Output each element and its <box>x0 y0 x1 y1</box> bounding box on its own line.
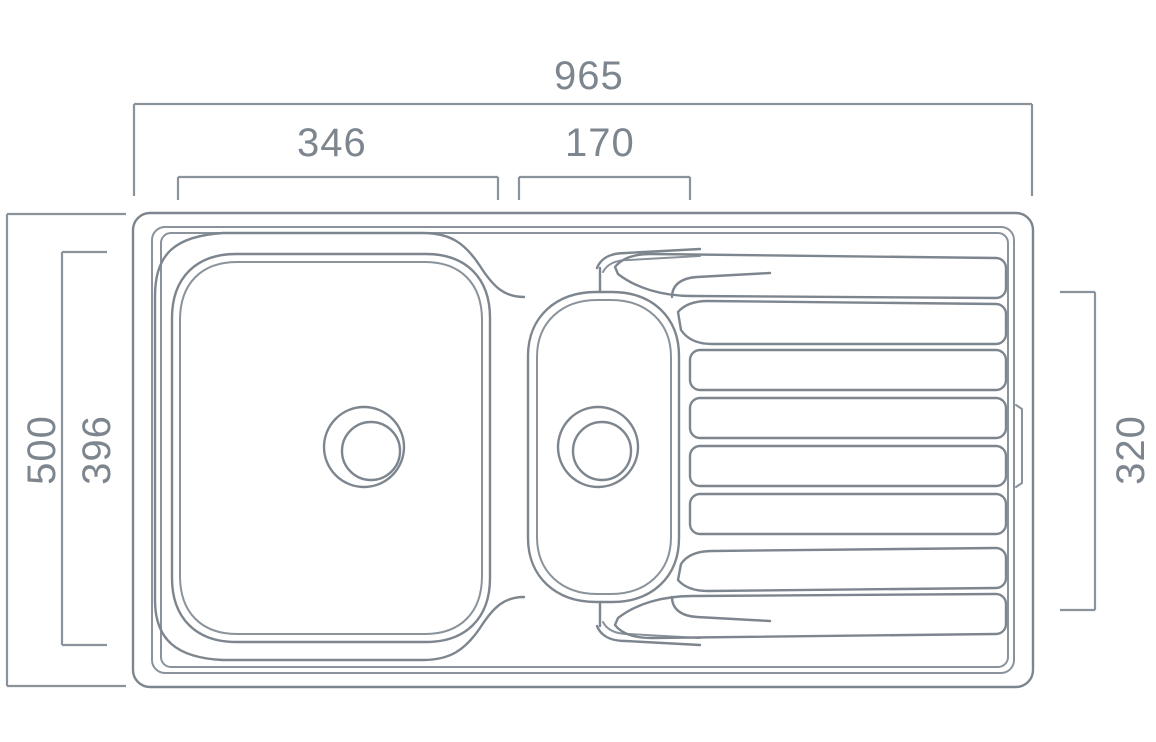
dimension-line-bowl-depth <box>60 250 107 647</box>
dimension-line-half-bowl-width <box>517 175 692 200</box>
dimension-label-half-bowl-width: 170 <box>565 121 635 165</box>
half-bowl <box>526 290 681 604</box>
dimension-line-overall-width <box>132 102 1034 196</box>
half-bowl-drain-inner <box>571 420 633 482</box>
half-bowl-drain-outer <box>556 405 640 489</box>
main-bowl-drain-outer <box>322 405 406 489</box>
main-bowl <box>153 231 526 662</box>
drainer-groove <box>688 492 1008 536</box>
sink-inner-rim <box>151 226 1015 674</box>
bowl-drainer-junction-top <box>595 247 772 299</box>
dimension-line-main-bowl-width <box>176 175 500 200</box>
main-bowl-drain-inner <box>340 420 402 482</box>
dimension-label-main-bowl-width: 346 <box>297 121 367 165</box>
dimension-label-overall-width: 965 <box>554 54 624 98</box>
dimension-line-overall-depth <box>5 212 126 688</box>
drainer-groove <box>688 396 1008 440</box>
drainer-groove <box>688 444 1008 488</box>
dimension-label-overall-depth: 500 <box>20 415 64 485</box>
dimension-line-drainer-depth <box>1060 290 1097 612</box>
dimension-label-bowl-depth: 396 <box>75 415 119 485</box>
drainer-groove <box>676 299 1008 346</box>
drainer-groove <box>676 546 1008 593</box>
drainer-groove <box>613 252 1008 300</box>
drainer-groove <box>688 348 1008 392</box>
drainer-board <box>613 252 1023 640</box>
dimension-label-drainer-depth: 320 <box>1109 415 1153 485</box>
drainer-groove <box>613 592 1008 640</box>
sink-rim <box>131 211 1035 689</box>
